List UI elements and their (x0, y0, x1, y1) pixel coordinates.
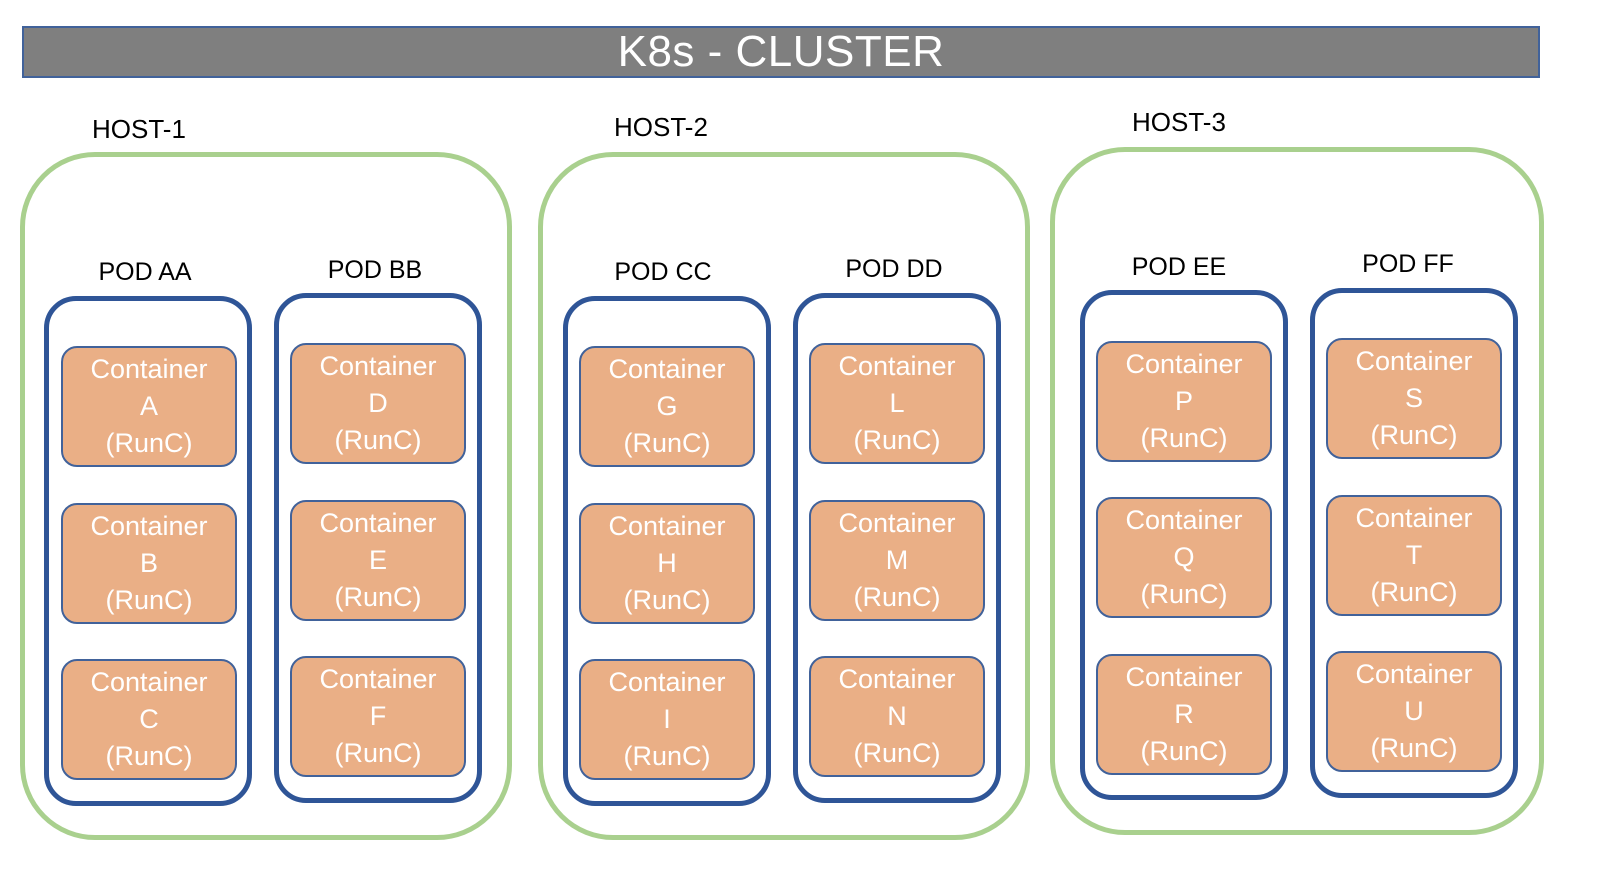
container-f: Container F (RunC) (290, 656, 466, 777)
container-r-runtime: (RunC) (1140, 736, 1228, 766)
container-f-id: F (369, 701, 387, 731)
container-l-id: L (889, 388, 905, 418)
container-l: Container L (RunC) (809, 343, 985, 464)
container-i-runtime: (RunC) (623, 741, 711, 771)
container-p: Container P (RunC) (1096, 341, 1272, 462)
container-f-runtime: (RunC) (334, 738, 422, 768)
container-s-runtime: (RunC) (1370, 420, 1458, 450)
container-g-id: G (656, 391, 678, 421)
container-a-id: A (139, 391, 158, 421)
container-n: Container N (RunC) (809, 656, 985, 777)
container-p-id: P (1174, 386, 1193, 416)
container-i-id: I (663, 704, 671, 734)
container-l-title: Container (838, 351, 956, 381)
container-q-runtime: (RunC) (1140, 579, 1228, 609)
container-m-runtime: (RunC) (853, 582, 941, 612)
container-h-id: H (657, 548, 677, 578)
pod-ff-label: POD FF (1362, 250, 1454, 278)
container-u: Container U (RunC) (1326, 651, 1502, 772)
container-q: Container Q (RunC) (1096, 497, 1272, 618)
container-g: Container G (RunC) (579, 346, 755, 467)
pod-cc-label: POD CC (614, 258, 712, 286)
container-e: Container E (RunC) (290, 500, 466, 621)
container-d-id: D (368, 388, 388, 418)
container-r-title: Container (1125, 662, 1243, 692)
container-h-title: Container (608, 511, 726, 541)
host-2-label: HOST-2 (614, 112, 708, 142)
container-a: Container A (RunC) (61, 346, 237, 467)
container-f-title: Container (319, 664, 437, 694)
pod-bb-label: POD BB (327, 256, 423, 284)
pod-ee-label: POD EE (1131, 253, 1227, 281)
container-d-runtime: (RunC) (334, 425, 422, 455)
container-i-title: Container (608, 667, 726, 697)
container-t-title: Container (1355, 503, 1473, 533)
container-g-title: Container (608, 354, 726, 384)
container-q-id: Q (1173, 542, 1195, 572)
pod-aa-label: POD AA (98, 258, 192, 286)
container-m: Container M (RunC) (809, 500, 985, 621)
cluster-title: K8s - CLUSTER (617, 27, 945, 76)
container-s: Container S (RunC) (1326, 338, 1502, 459)
container-m-id: M (885, 545, 909, 575)
container-u-title: Container (1355, 659, 1473, 689)
container-u-id: U (1404, 696, 1424, 726)
container-e-id: E (368, 545, 387, 575)
container-l-runtime: (RunC) (853, 425, 941, 455)
container-d: Container D (RunC) (290, 343, 466, 464)
container-n-title: Container (838, 664, 956, 694)
container-g-runtime: (RunC) (623, 428, 711, 458)
container-s-title: Container (1355, 346, 1473, 376)
container-n-id: N (887, 701, 907, 731)
pod-dd-label: POD DD (845, 255, 943, 283)
container-e-runtime: (RunC) (334, 582, 422, 612)
container-r: Container R (RunC) (1096, 654, 1272, 775)
container-t-runtime: (RunC) (1370, 577, 1458, 607)
container-p-title: Container (1125, 349, 1243, 379)
container-b-id: B (139, 548, 158, 578)
container-p-runtime: (RunC) (1140, 423, 1228, 453)
container-t: Container T (RunC) (1326, 495, 1502, 616)
container-i: Container I (RunC) (579, 659, 755, 780)
container-q-title: Container (1125, 505, 1243, 535)
container-b-runtime: (RunC) (105, 585, 193, 615)
container-d-title: Container (319, 351, 437, 381)
container-a-title: Container (90, 354, 208, 384)
cluster-title-bar: K8s - CLUSTER (22, 26, 1540, 78)
container-n-runtime: (RunC) (853, 738, 941, 768)
container-c-title: Container (90, 667, 208, 697)
container-b: Container B (RunC) (61, 503, 237, 624)
container-r-id: R (1174, 699, 1194, 729)
container-e-title: Container (319, 508, 437, 538)
container-c-runtime: (RunC) (105, 741, 193, 771)
container-b-title: Container (90, 511, 208, 541)
host-3-label: HOST-3 (1132, 107, 1226, 137)
container-s-id: S (1404, 383, 1423, 413)
container-m-title: Container (838, 508, 956, 538)
container-c: Container C (RunC) (61, 659, 237, 780)
container-h: Container H (RunC) (579, 503, 755, 624)
container-t-id: T (1405, 540, 1423, 570)
host-1-label: HOST-1 (92, 114, 186, 144)
container-c-id: C (139, 704, 159, 734)
container-a-runtime: (RunC) (105, 428, 193, 458)
container-h-runtime: (RunC) (623, 585, 711, 615)
container-u-runtime: (RunC) (1370, 733, 1458, 763)
